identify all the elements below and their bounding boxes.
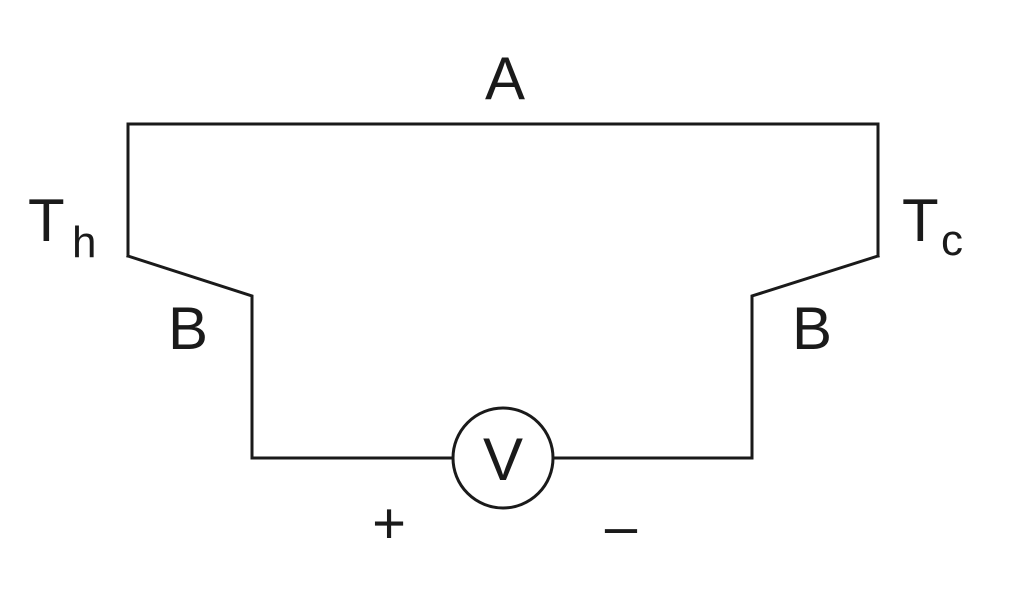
hot-junction-label: T h — [28, 187, 96, 267]
hot-junction-subscript: h — [72, 218, 96, 267]
positive-terminal-sign: + — [372, 491, 406, 556]
wire-b-left — [126, 254, 455, 460]
voltmeter: V — [451, 406, 555, 510]
cold-junction-symbol: T — [902, 187, 939, 254]
wire-b-right-label: B — [792, 295, 832, 362]
voltmeter-circle — [451, 406, 555, 510]
wire-a-label: A — [485, 45, 525, 112]
negative-terminal-sign: – — [605, 494, 638, 559]
cold-junction-label: T c — [902, 187, 963, 265]
wire-b-left-label: B — [168, 295, 208, 362]
cold-junction-subscript: c — [941, 216, 963, 265]
wire-b-right — [551, 254, 880, 460]
wire-a — [126, 122, 880, 258]
hot-junction-symbol: T — [28, 187, 65, 254]
voltmeter-label: V — [483, 426, 523, 493]
